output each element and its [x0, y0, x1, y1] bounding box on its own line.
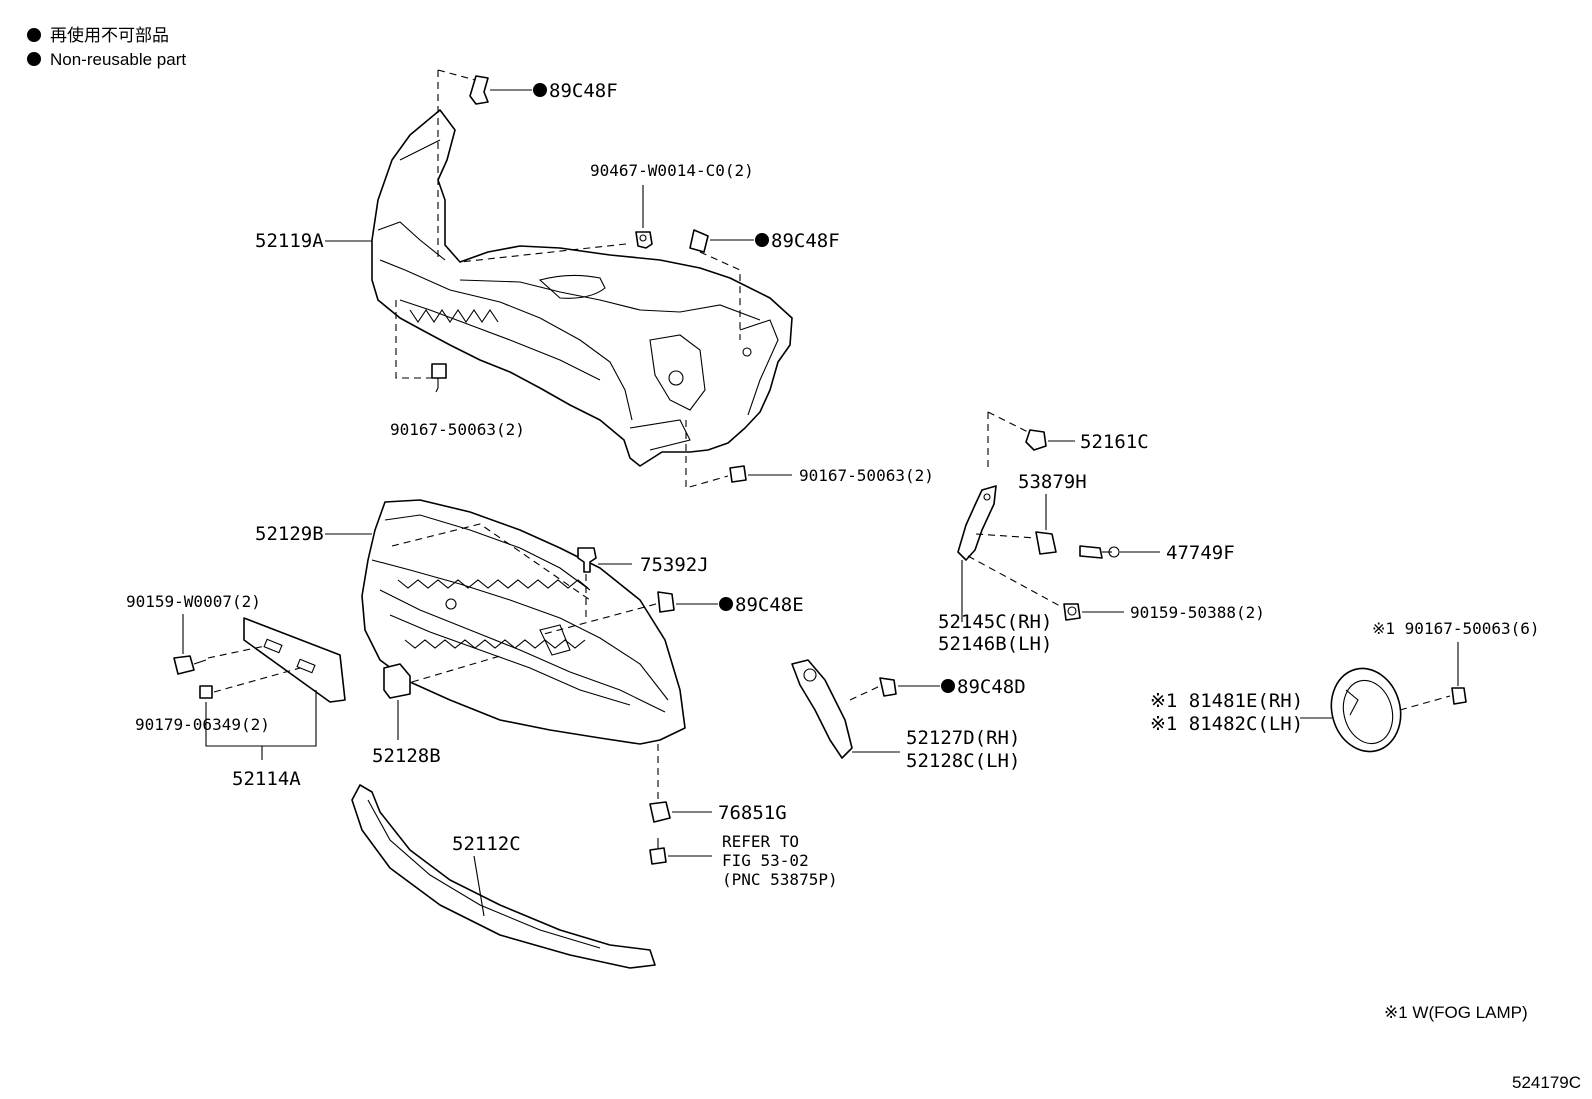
footnote: ※1 W(FOG LAMP): [1384, 1003, 1528, 1022]
refer-line-2: FIG 53-02: [722, 851, 809, 870]
label-53879H: 53879H: [1018, 471, 1087, 493]
label-52127D: 52127D(RH): [906, 727, 1020, 749]
label-52146B: 52146B(LH): [938, 633, 1052, 655]
legend-jp: 再使用不可部品: [50, 25, 169, 45]
clip-89C48E: 89C48E: [543, 591, 804, 635]
spoiler-52112C: 52112C: [351, 784, 656, 969]
clip-76851G: 76851G REFER TO FIG 53-02 (PNC 53875P): [649, 744, 838, 889]
label-81482C: ※1 81482C(LH): [1150, 713, 1303, 735]
non-reusable-dot-icon: [27, 52, 41, 66]
label-52128B: 52128B: [372, 745, 441, 767]
bolt-90167-right: 90167-50063(2): [685, 420, 934, 489]
bracket-52114A: 90159-W0007(2) 90179-06349(2) 52114A: [126, 592, 346, 790]
label-52128C: 52128C(LH): [906, 750, 1020, 772]
label-47749F: 47749F: [1166, 542, 1235, 564]
label-52129B: 52129B: [255, 523, 324, 545]
label-89C48F: 89C48F: [549, 80, 618, 102]
label-81481E: ※1 81481E(RH): [1150, 690, 1303, 712]
bracket-group: 52161C 53879H 47749F 90159-50388(2) 5214…: [938, 411, 1265, 655]
label-90159-50388: 90159-50388(2): [1130, 603, 1265, 622]
legend-en: Non-reusable part: [50, 50, 186, 69]
label-89C48E: 89C48E: [735, 594, 804, 616]
garnish-52127D: 89C48D 52127D(RH) 52128C(LH): [791, 659, 1026, 772]
fog-lamp-cover: ※1 90167-50063(6) ※1 81481E(RH) ※1 81482…: [1150, 619, 1540, 753]
clip-89C48F-top: 89C48F: [437, 69, 618, 262]
label-52119A: 52119A: [255, 230, 324, 252]
refer-line-1: REFER TO: [722, 832, 799, 851]
label-52145C: 52145C(RH): [938, 611, 1052, 633]
clip-89C48F-mid: 89C48F: [689, 229, 840, 340]
label-90159-W0007: 90159-W0007(2): [126, 592, 261, 611]
bumper-cover-upper: [371, 109, 793, 467]
label-76851G: 76851G: [718, 802, 787, 824]
bolt-90167-left: 90167-50063(2): [390, 300, 525, 439]
clip-75392J: 75392J: [577, 547, 709, 620]
label-90167: 90167-50063(2): [799, 466, 934, 485]
cover-52128B: 52128B: [372, 655, 501, 767]
label-90167: 90167-50063(2): [390, 420, 525, 439]
label-90467: 90467-W0014-C0(2): [590, 161, 754, 180]
label-89C48F: 89C48F: [771, 230, 840, 252]
refer-line-3: (PNC 53875P): [722, 870, 838, 889]
label-90179: 90179-06349(2): [135, 715, 270, 734]
clip-90467: 90467-W0014-C0(2): [459, 161, 754, 263]
label-90167-6: ※1 90167-50063(6): [1372, 619, 1540, 638]
label-89C48D: 89C48D: [957, 676, 1026, 698]
non-reusable-dot-icon: [27, 28, 41, 42]
label-52161C: 52161C: [1080, 431, 1149, 453]
label-52112C: 52112C: [452, 833, 521, 855]
legend: 再使用不可部品 Non-reusable part: [27, 25, 186, 69]
label-75392J: 75392J: [640, 554, 709, 576]
figure-id: 524179C: [1512, 1073, 1581, 1092]
lower-grille: [361, 499, 686, 745]
label-52114A: 52114A: [232, 768, 301, 790]
